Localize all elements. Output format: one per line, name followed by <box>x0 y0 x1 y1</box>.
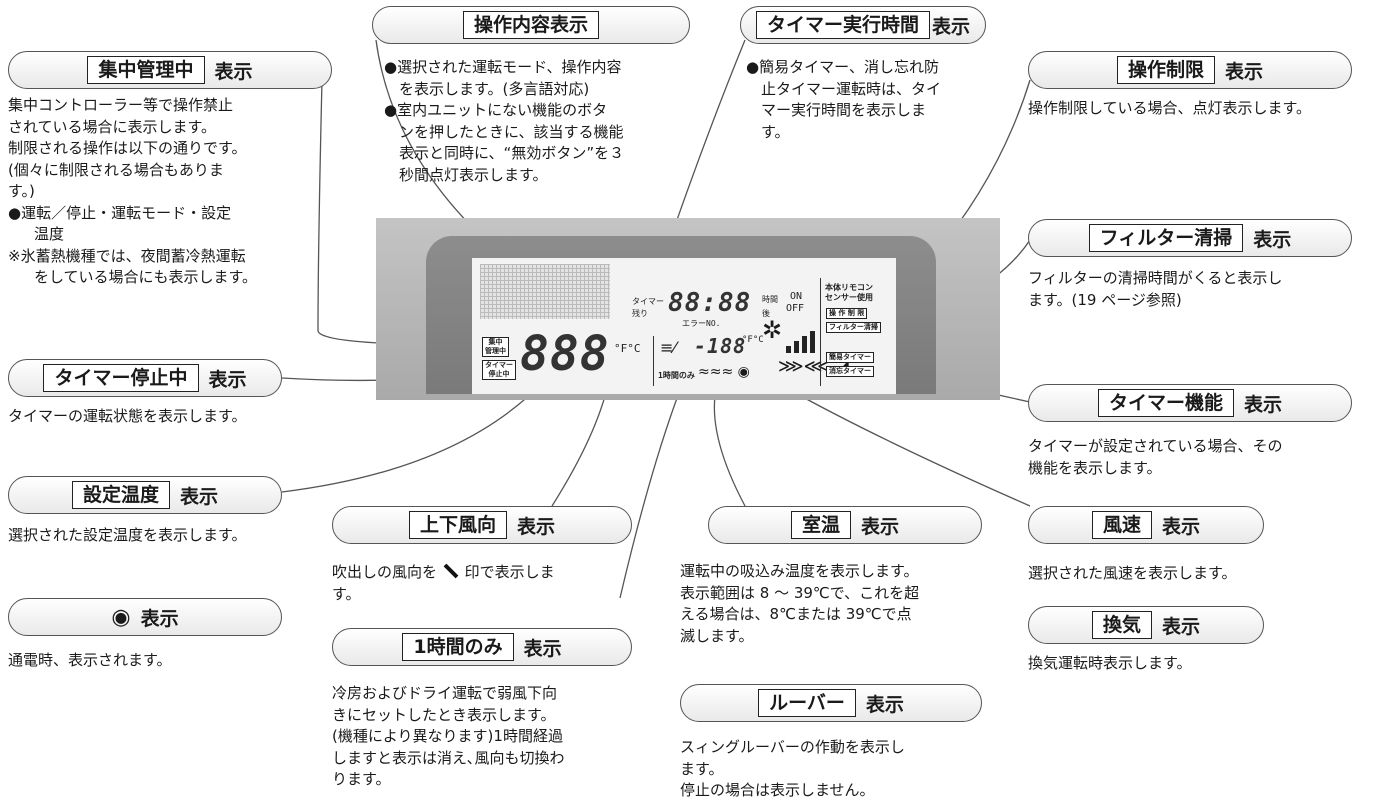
desc-timer-jikko: ●簡易タイマー、消し忘れ防 止タイマー運転時は、タイ マー実行時間を表示しま す… <box>746 58 942 141</box>
label-settei-ondo: 設定温度表示 <box>8 476 282 514</box>
lcd-unit-fc2: °F°C <box>742 335 764 345</box>
desc-filter: フィルターの清掃時間がくると表示し ます。(19 ページ参照) <box>1028 269 1283 309</box>
fan-speed-icon <box>786 331 815 353</box>
desc-ichijikan: 冷房およびドライ運転で弱風下向 きにセットしたとき表示します。 (機種により異な… <box>332 684 565 788</box>
lcd-honbody-1: 本体リモコン <box>825 283 873 292</box>
label-power: ◉表示 <box>8 598 282 636</box>
label-timer-jikko: タイマー実行時間表示 <box>740 6 986 44</box>
desc-power: 通電時、表示されます。 <box>8 651 172 669</box>
lcd-keshi-timer-tag: 消忘タイマー <box>826 366 874 377</box>
airflow-icon: ≈≈≈ ◉ <box>698 364 750 380</box>
label-ichijikan: 1時間のみ表示 <box>332 628 632 666</box>
lcd-honbody-2: センサー使用 <box>825 293 873 302</box>
line-settei-ondo <box>281 379 546 493</box>
dot-matrix-area <box>480 264 610 319</box>
lcd-divider <box>653 336 654 386</box>
lcd-clock: 88:88 <box>668 288 752 318</box>
label-filter: フィルター清掃表示 <box>1028 219 1352 257</box>
label-shitsuon: 室温表示 <box>708 506 982 544</box>
desc-kanki: 換気運転時表示します。 <box>1028 654 1192 672</box>
desc-fusoku: 選択された風速を表示します。 <box>1028 564 1237 582</box>
lcd-sosa-seigen-tag: 操 作 制 限 <box>826 308 868 319</box>
lcd-set-temp: 888 <box>520 326 610 382</box>
lcd-timer-label: タイマー <box>632 297 664 306</box>
louver-icon: ≡⁄ <box>660 338 677 357</box>
lcd-timer-stop-tag: タイマー停止中 <box>482 360 516 380</box>
lcd-go: 後 <box>762 309 770 318</box>
desc-joge-fuko: 吹出しの風向を 印で表示しま す。 <box>332 563 555 603</box>
line-fusoku <box>789 389 1031 507</box>
line-ichijikan <box>619 389 681 599</box>
desc-timer-teishi: タイマーの運転状態を表示します。 <box>8 407 247 425</box>
lcd-one-hour: 1時間のみ <box>658 371 695 380</box>
fan-icon: ✲ <box>762 316 783 344</box>
label-timer-teishi: タイマー停止中表示 <box>8 359 282 397</box>
lcd-shuchu-tag: 集中管理中 <box>482 337 509 357</box>
wind-direction-mark-icon <box>442 563 460 579</box>
label-louver: ルーバー表示 <box>680 684 982 722</box>
label-joge-fuko: 上下風向表示 <box>332 506 632 544</box>
lcd-on: ON <box>790 291 803 302</box>
label-sosa-seigen: 操作制限表示 <box>1028 51 1352 89</box>
desc-timer-kino: タイマーが設定されている場合、その 機能を表示します。 <box>1028 437 1283 477</box>
desc-louver: スィングルーバーの作動を表示し ます。 停止の場合は表示しません。 <box>680 738 905 799</box>
desc-shuchu: 集中コントローラー等で操作禁止 されている場合に表示します。 制限される操作は以… <box>8 96 258 286</box>
line-shitsuon <box>713 395 746 507</box>
desc-settei-ondo: 選択された設定温度を表示します。 <box>8 526 247 544</box>
label-timer-kino: タイマー機能表示 <box>1028 384 1352 422</box>
desc-sosa-seigen: 操作制限している場合、点灯表示します。 <box>1028 99 1312 117</box>
lcd-kan-i-timer-tag: 簡易タイマー <box>826 352 874 363</box>
desc-sosa-naiyo: ●選択された運転モード、操作内容 を表示します。(多言語対応) ●室内ユニットに… <box>384 58 625 184</box>
lcd-right-divider <box>820 278 821 386</box>
label-fusoku: 風速表示 <box>1028 506 1264 544</box>
lcd-off: OFF <box>786 303 805 314</box>
lcd-error-no: エラーNO. <box>682 319 721 328</box>
lcd-room-temp: -188 <box>694 334 747 358</box>
desc-shitsuon: 運転中の吸込み温度を表示します。 表示範囲は 8 ～ 39℃で、これを超 える場… <box>680 562 920 645</box>
lcd-jikan: 時間 <box>762 295 778 304</box>
lcd-remaining-label: 残り <box>632 309 648 318</box>
label-sosa-naiyo: 操作内容表示 <box>372 6 690 44</box>
power-icon: ◉ <box>111 604 131 630</box>
lcd-unit-fc: °F°C <box>614 342 641 355</box>
lcd-filter-tag: フィルター清掃 <box>826 322 881 333</box>
lcd-screen: 集中管理中 タイマー停止中 888 °F°C タイマー 残り 88:88 時間 … <box>472 258 896 394</box>
label-kanki: 換気表示 <box>1028 606 1264 644</box>
label-shuchu: 集中管理中表示 <box>8 51 332 89</box>
